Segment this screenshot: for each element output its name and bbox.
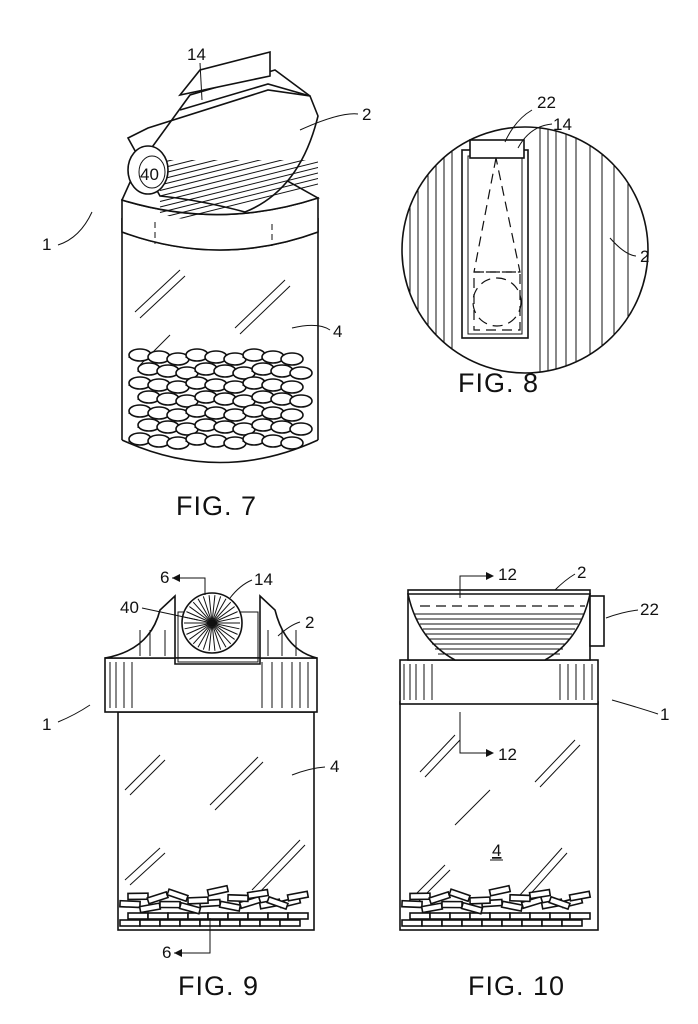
tablet <box>470 897 490 904</box>
tablet <box>422 920 442 926</box>
tablet <box>180 920 200 926</box>
tablet <box>290 367 312 379</box>
tablet <box>280 920 300 926</box>
tablet <box>128 913 148 919</box>
tablet <box>510 913 530 919</box>
tablet <box>569 891 590 901</box>
tablet <box>248 890 269 899</box>
tablet <box>228 895 248 902</box>
fig-9-label-2: 2 <box>305 613 314 632</box>
fig-10-caption: FIG. 10 <box>468 971 565 1001</box>
fig-7-caption: FIG. 7 <box>176 491 257 521</box>
fig-7-label-40: 40 <box>140 165 159 184</box>
fig-7-label-14: 14 <box>187 45 206 64</box>
tablet <box>489 886 510 896</box>
tablet <box>140 920 160 926</box>
fig-9-dispensing-wheel <box>178 593 258 662</box>
tablet <box>422 903 443 912</box>
tablet <box>208 913 228 919</box>
tablet <box>410 893 430 899</box>
tablet <box>288 913 308 919</box>
tablet <box>140 903 161 912</box>
fig-8-label-22: 22 <box>537 93 556 112</box>
tablet <box>220 920 240 926</box>
tablet <box>530 913 550 919</box>
fig-9-label-14: 14 <box>254 570 273 589</box>
fig-9-caption: FIG. 9 <box>178 971 259 1001</box>
fig-10-tablets <box>402 886 590 926</box>
fig-10-label-22: 22 <box>640 600 659 619</box>
tablet <box>570 913 590 919</box>
tablet <box>482 920 502 926</box>
fig-9-label-6-top: 6 <box>160 568 169 587</box>
tablet <box>281 381 303 393</box>
fig-8-label-14: 14 <box>553 115 572 134</box>
tablet <box>490 913 510 919</box>
tablet <box>402 901 422 908</box>
tablet <box>522 920 542 926</box>
tablet <box>502 920 522 926</box>
tablet <box>268 913 288 919</box>
fig-7-label-2: 2 <box>362 105 371 124</box>
fig-10-label-1: 1 <box>660 705 669 724</box>
fig-9: 6 14 40 2 1 4 6 FIG. 9 <box>42 568 339 1001</box>
fig-9-label-4: 4 <box>330 757 339 776</box>
fig-9-label-40: 40 <box>120 598 139 617</box>
fig-9-tablets <box>120 886 308 926</box>
tablet <box>410 913 430 919</box>
tablet <box>502 901 523 911</box>
tablet <box>207 886 228 896</box>
tablet <box>168 913 188 919</box>
tablet <box>449 889 470 901</box>
fig-9-label-6-bottom: 6 <box>162 943 171 962</box>
tablet <box>402 920 422 926</box>
fig-10-cap <box>400 590 604 704</box>
fig-8: 22 14 2 FIG. 8 <box>402 93 649 398</box>
tablet <box>188 897 208 904</box>
tablet <box>120 901 140 908</box>
fig-8-label-2: 2 <box>640 247 649 266</box>
tablet <box>442 902 462 908</box>
tablet <box>442 920 462 926</box>
tablet <box>430 913 450 919</box>
tablet <box>562 920 582 926</box>
fig-9-label-1: 1 <box>42 715 51 734</box>
fig-7: 14 2 40 1 4 FIG. 7 <box>42 45 371 521</box>
tablet <box>248 913 268 919</box>
tablet <box>550 913 570 919</box>
tablet <box>542 920 562 926</box>
fig-10-label-12-top: 12 <box>498 565 517 584</box>
fig-7-tablets <box>129 349 312 449</box>
tablet <box>240 920 260 926</box>
tablet <box>281 409 303 421</box>
tablet <box>220 901 241 911</box>
fig-7-label-4: 4 <box>333 322 342 341</box>
tablet <box>160 902 180 908</box>
tablet <box>260 920 280 926</box>
tablet <box>281 353 303 365</box>
tablet <box>120 920 140 926</box>
tablet <box>510 895 530 902</box>
fig-10-label-2: 2 <box>577 563 586 582</box>
tablet <box>462 920 482 926</box>
tablet <box>290 395 312 407</box>
fig-10-label-4: 4 <box>492 841 501 860</box>
fig-10-label-12-bottom: 12 <box>498 745 517 764</box>
tablet <box>281 437 303 449</box>
fig-7-label-1: 1 <box>42 235 51 254</box>
fig-10: 12 2 22 1 12 4 FIG. 10 <box>400 563 669 1001</box>
tablet <box>128 893 148 899</box>
tablet <box>160 920 180 926</box>
fig-8-dispenser-slot <box>462 140 528 338</box>
tablet <box>167 889 188 901</box>
tablet <box>290 423 312 435</box>
tablet <box>148 913 168 919</box>
tablet <box>287 891 308 901</box>
tablet <box>450 913 470 919</box>
tablet <box>228 913 248 919</box>
fig-8-caption: FIG. 8 <box>458 368 539 398</box>
